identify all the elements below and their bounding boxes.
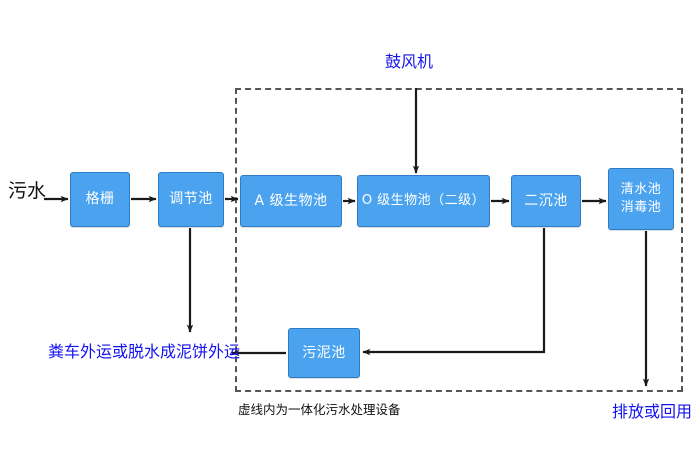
node-clearwater[interactable]: 清水池 消毒池 (608, 168, 674, 230)
label-inflow: 污水 (8, 180, 47, 202)
node-secondary[interactable]: 二沉池 (511, 175, 581, 227)
label-blower: 鼓风机 (385, 52, 434, 71)
node-a-bio[interactable]: A 级生物池 (240, 175, 342, 227)
node-adjust[interactable]: 调节池 (158, 172, 224, 227)
node-o-bio[interactable]: O 级生物池（二级） (357, 175, 490, 227)
label-discharge: 排放或回用 (612, 402, 693, 421)
flow-secondary-to-sludge (362, 228, 546, 356)
node-sludge[interactable]: 污泥池 (288, 328, 360, 378)
node-grille[interactable]: 格栅 (70, 172, 130, 227)
label-caption: 虚线内为一体化污水处理设备 (238, 402, 401, 417)
label-sludge-out: 粪车外运或脱水成泥饼外运 (48, 342, 241, 361)
